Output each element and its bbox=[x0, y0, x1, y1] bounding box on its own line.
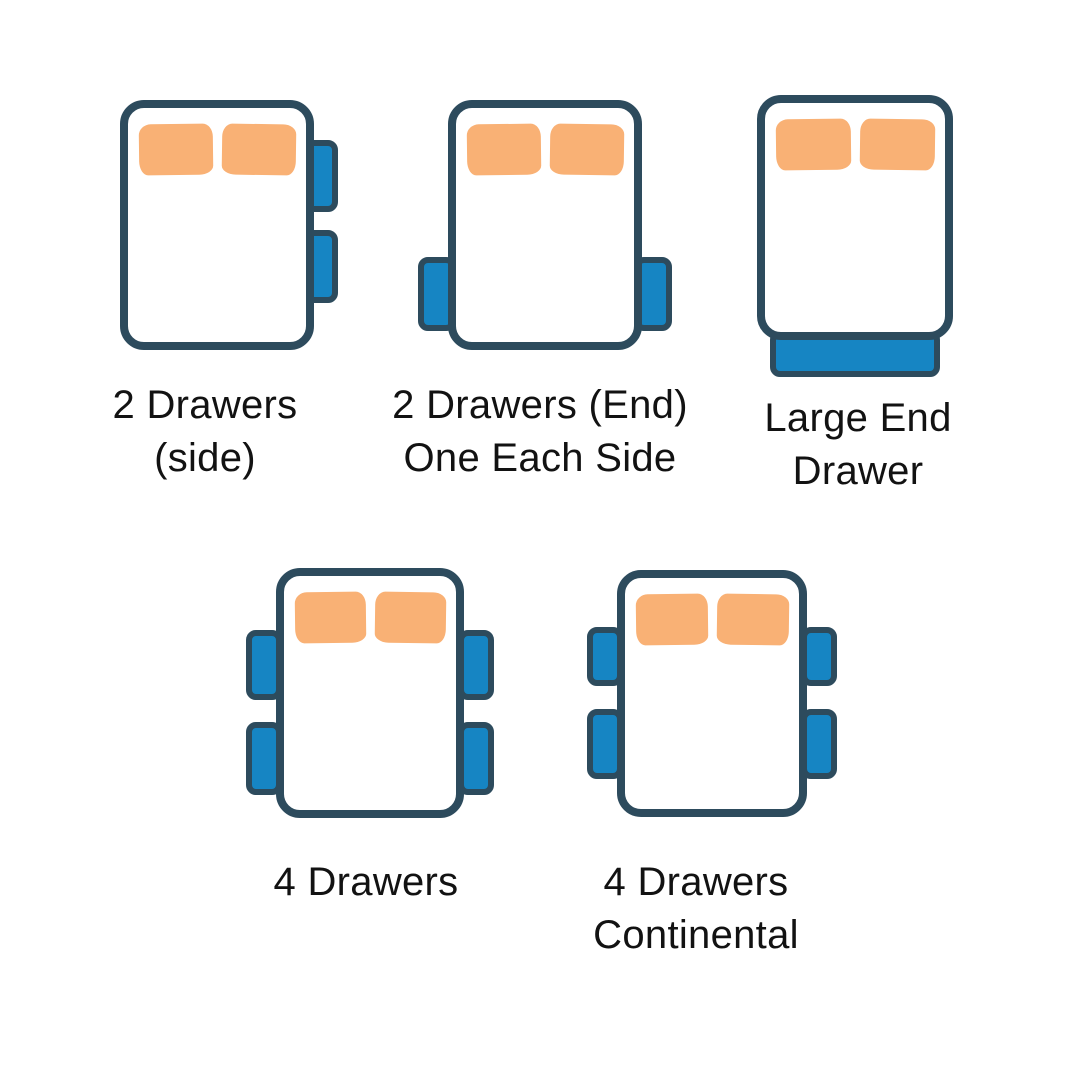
figure-label-line: Drawer bbox=[792, 449, 924, 493]
pillow-icon bbox=[374, 591, 446, 644]
pillow-icon bbox=[294, 591, 366, 644]
bed-icon bbox=[448, 100, 642, 350]
pillow-icon bbox=[635, 593, 708, 646]
figure-label-line: 2 Drawers bbox=[112, 383, 298, 427]
figure-label-line: One Each Side bbox=[403, 436, 677, 480]
figure-label: 2 Drawers (side) bbox=[113, 379, 298, 485]
pillow-icon bbox=[138, 123, 213, 176]
figure-label-line: 2 Drawers (End) bbox=[392, 383, 688, 427]
pillow-row bbox=[138, 123, 296, 176]
pillow-icon bbox=[716, 593, 789, 646]
figure-label-line: Continental bbox=[593, 913, 799, 957]
bed-icon bbox=[617, 570, 807, 817]
figure-label-line: (side) bbox=[154, 436, 256, 480]
bed-icon bbox=[276, 568, 464, 818]
figure-label-line: Large End bbox=[764, 396, 952, 440]
pillow-icon bbox=[549, 123, 624, 176]
bed-icon bbox=[757, 95, 953, 340]
pillow-icon bbox=[775, 118, 851, 171]
pillow-row bbox=[294, 591, 446, 644]
pillow-icon bbox=[466, 123, 541, 176]
pillow-row bbox=[635, 593, 789, 646]
pillow-row bbox=[775, 118, 935, 171]
figure-label: 2 Drawers (End) One Each Side bbox=[392, 379, 688, 485]
bed-icon bbox=[120, 100, 314, 350]
pillow-row bbox=[466, 123, 624, 176]
figure-label-line: 4 Drawers bbox=[273, 860, 459, 904]
pillow-icon bbox=[221, 123, 296, 176]
figure-label-line: 4 Drawers bbox=[603, 860, 789, 904]
pillow-icon bbox=[859, 118, 935, 171]
figure-label: 4 Drawers bbox=[274, 856, 459, 909]
